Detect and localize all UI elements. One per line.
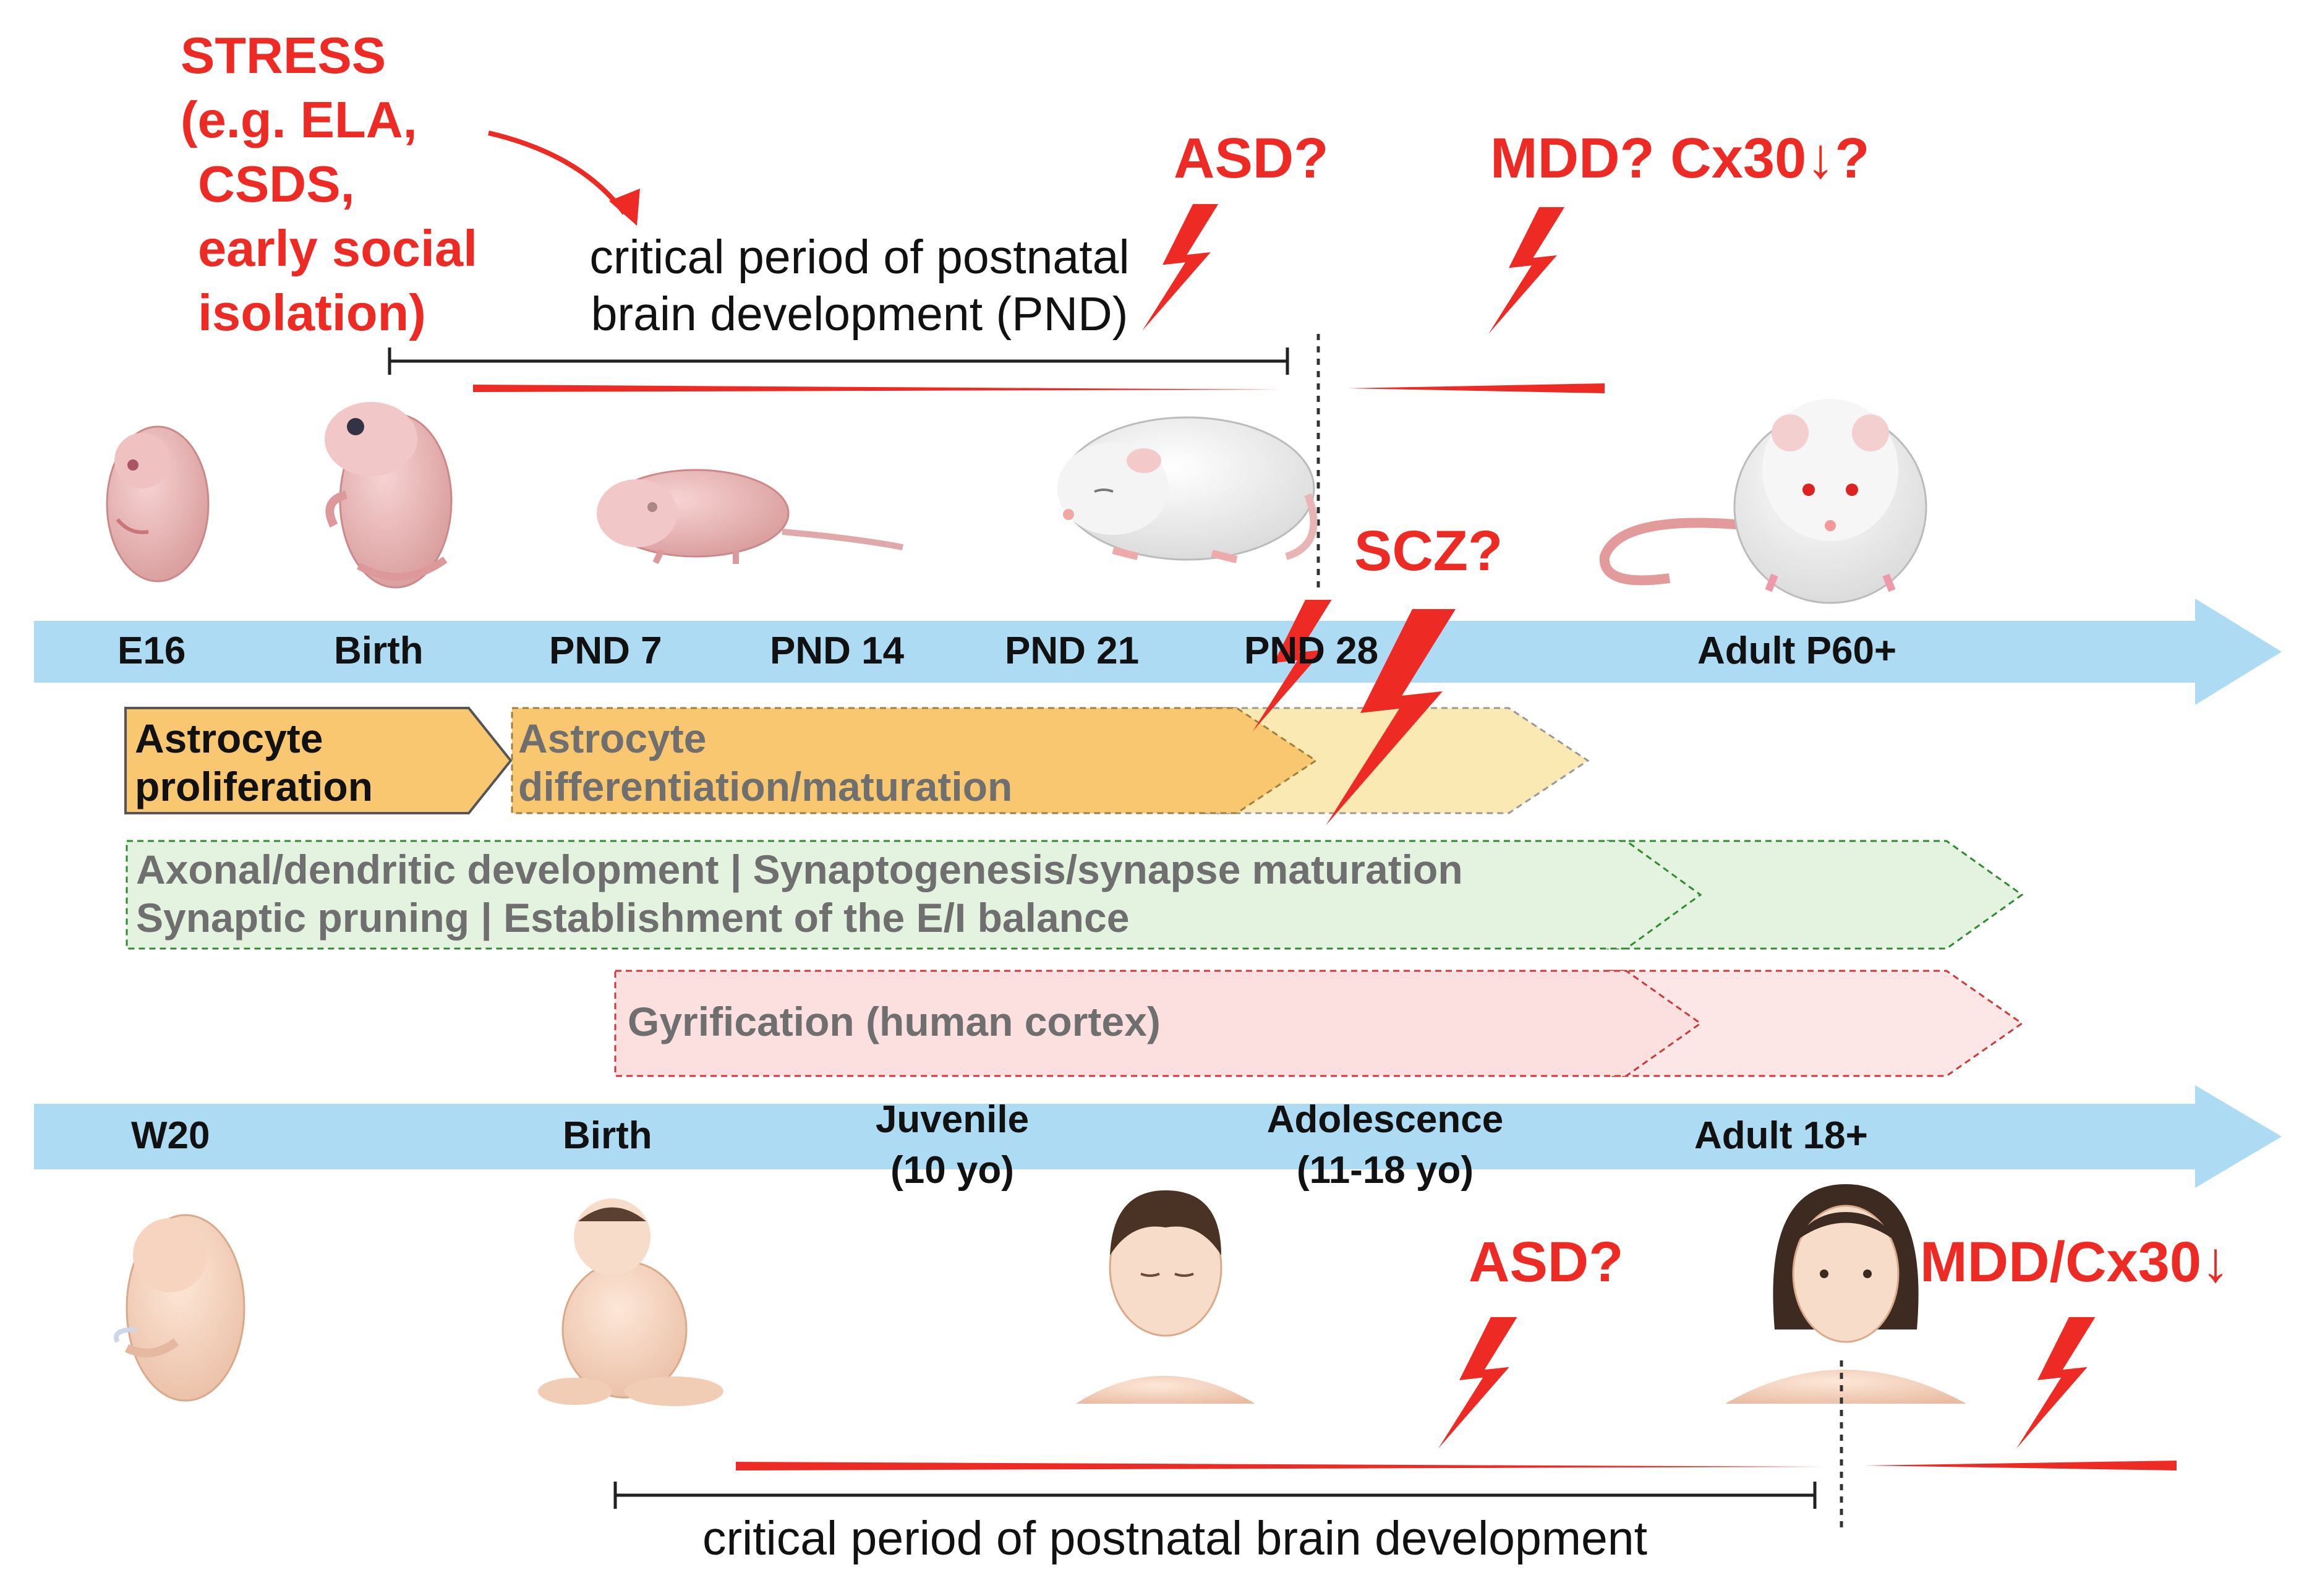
- synapse-extension: [1606, 840, 2024, 950]
- critical-period-line: critical period of postnatal: [589, 231, 1130, 284]
- phase-line: proliferation: [135, 763, 373, 809]
- critical-period-line: brain development (PND): [591, 288, 1128, 341]
- lightning-bolt-icon: [1438, 1317, 1517, 1449]
- phase-line: Astrocyte: [518, 715, 707, 761]
- human-risk-line-early: [736, 1462, 1824, 1470]
- rodent-risk-line-early: [473, 385, 1280, 392]
- axis-label-adult-human: Adult 18+: [1694, 1114, 1868, 1157]
- axis-label-birth-human: Birth: [563, 1114, 652, 1157]
- lightning-bolt-icon: [1488, 207, 1565, 334]
- juvenile-rat-icon: [597, 469, 903, 565]
- rodent-scz-label: SCZ?: [1354, 519, 1503, 582]
- axis-line: Adolescence: [1266, 1098, 1504, 1141]
- gyrification-shape: [614, 970, 1702, 1077]
- axis-label-adolescence: Adolescence (11-18 yo): [1231, 1095, 1540, 1196]
- axis-label-pnd21: PND 21: [1005, 629, 1140, 672]
- axis-label-juvenile: Juvenile (10 yo): [829, 1095, 1076, 1196]
- synapse-shape: [126, 840, 1702, 950]
- axis-label-pnd14: PND 14: [770, 629, 905, 672]
- axis-label-pnd28: PND 28: [1244, 629, 1379, 672]
- phase-line: Astrocyte: [135, 715, 323, 761]
- weanling-rat-icon: [1057, 416, 1318, 563]
- rodent-risk-line-late: [1348, 383, 1605, 393]
- lightning-bolt-icon: [2016, 1317, 2096, 1449]
- child-icon: [1076, 1190, 1255, 1404]
- axis-label-w20: W20: [131, 1114, 210, 1157]
- astro-diff-shape: [511, 707, 1318, 814]
- stress-label: STRESS (e.g. ELA, CSDS, early social iso…: [181, 23, 477, 345]
- human-critical-period-bracket: [613, 1482, 1817, 1509]
- human-asd-label: ASD?: [1469, 1231, 1624, 1294]
- rat-embryo-icon: [106, 425, 210, 582]
- phase-line: Synaptic pruning | Establishment of the …: [136, 894, 1130, 941]
- stress-line: STRESS: [181, 27, 386, 84]
- axis-label-birth: Birth: [334, 629, 424, 672]
- human-fetus-icon: [114, 1214, 245, 1402]
- newborn-pup-icon: [325, 402, 453, 589]
- axis-line: (11-18 yo): [1296, 1149, 1474, 1192]
- rodent-critical-period-label: critical period of postnatal brain devel…: [544, 229, 1175, 343]
- rodent-mdd-label: MDD? Cx30↓?: [1490, 127, 1870, 190]
- adult-woman-icon: [1725, 1184, 1966, 1404]
- stress-line: isolation): [198, 284, 426, 341]
- human-mdd-label: MDD/Cx30↓: [1920, 1231, 2230, 1294]
- axis-label-adult: Adult P60+: [1697, 629, 1897, 672]
- synapse-label: Axonal/dendritic development | Synaptoge…: [136, 846, 1463, 942]
- stress-arrow: [488, 130, 640, 226]
- axis-line: Juvenile: [875, 1098, 1030, 1141]
- human-timeline-arrow: [34, 1085, 2282, 1188]
- human-risk-line-late: [1864, 1461, 2177, 1470]
- axis-label-pnd7: PND 7: [549, 629, 662, 672]
- gyrification-label: Gyrification (human cortex): [628, 999, 1161, 1044]
- baby-icon: [538, 1198, 723, 1406]
- rodent-asd-label: ASD?: [1174, 127, 1329, 190]
- stress-line: CSDS,: [198, 155, 355, 213]
- astro-diff-label: Astrocyte differentiation/maturation: [518, 715, 1012, 811]
- stress-line: early social: [198, 220, 478, 277]
- astro-prolif-label: Astrocyte proliferation: [135, 715, 373, 811]
- gyrification-extension: [1606, 970, 2024, 1077]
- astro-prolif-shape: [124, 707, 513, 814]
- adult-rat-icon: [1599, 399, 1927, 604]
- rodent-critical-period-bracket: [388, 348, 1289, 375]
- phase-line: Axonal/dendritic development | Synaptoge…: [136, 847, 1463, 892]
- stress-line: (e.g. ELA,: [181, 91, 417, 148]
- phase-line: differentiation/maturation: [518, 763, 1013, 809]
- axis-line: (10 yo): [890, 1149, 1014, 1192]
- rodent-timeline-arrow: [34, 599, 2282, 705]
- human-critical-period-label: critical period of postnatal brain devel…: [702, 1512, 1648, 1565]
- axis-label-e16: E16: [117, 629, 186, 672]
